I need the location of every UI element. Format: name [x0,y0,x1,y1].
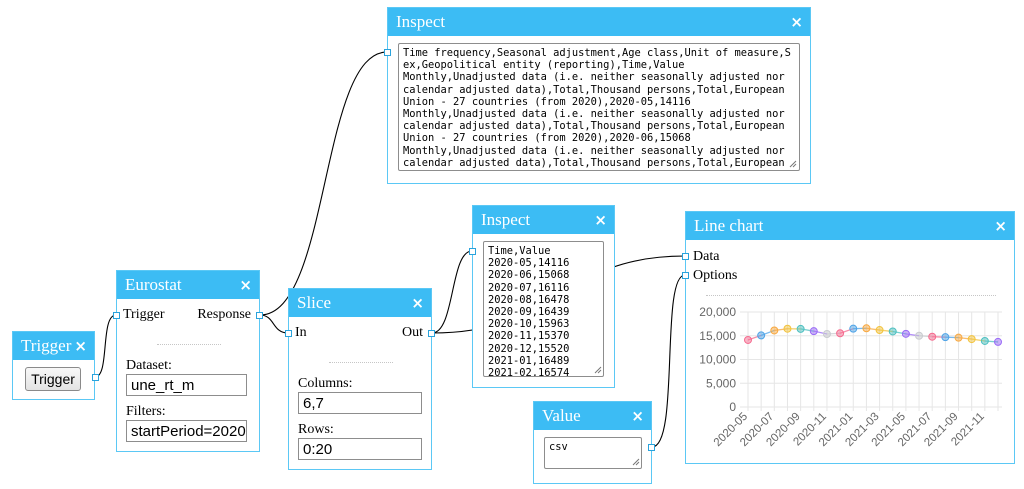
eurostat-trigger-input-port[interactable] [113,312,120,319]
value-node-header[interactable]: Value × [534,402,651,430]
trigger-button[interactable]: Trigger [25,367,81,391]
data-point [770,326,779,335]
filters-label: Filters: [126,404,166,419]
data-point [783,324,792,333]
slice-node-title: Slice [297,293,331,312]
trigger-node[interactable]: Trigger × Trigger [12,331,99,400]
rows-label: Rows: [298,422,334,437]
inspect-top-node[interactable]: Inspect × Time frequency,Seasonal adjust… [384,7,811,184]
y-tick-label: 5,000 [706,376,736,390]
data-point [849,324,858,333]
close-icon[interactable]: × [994,217,1007,235]
data-point [796,324,805,333]
inspect-mid-node-header[interactable]: Inspect × [473,206,614,234]
data-point [836,329,845,338]
data-point [915,331,924,340]
data-point [744,335,752,344]
inspect-top-output-textarea[interactable]: Time frequency,Seasonal adjustment,Age c… [398,43,800,171]
value-textarea[interactable]: csv [544,437,642,469]
value-node-title: Value [542,406,581,425]
eurostat-node[interactable]: Eurostat × Trigger Response Dataset: une… [113,270,263,452]
inspect-mid-node-title: Inspect [481,210,531,229]
data-point [967,335,976,344]
y-tick-label: 0 [729,400,736,414]
linechart-data-input-port[interactable] [682,253,689,260]
linechart-options-label: Options [693,268,738,283]
columns-input[interactable]: 6,7 [298,392,422,414]
close-icon[interactable]: × [594,211,607,229]
linechart-node-title: Line chart [694,216,764,235]
linechart-data-label: Data [693,249,720,264]
resize-grip-icon[interactable] [789,160,797,168]
wire-eurostat-inspect-top [259,51,388,316]
slice-divider [329,362,393,363]
eurostat-response-output-port[interactable] [256,312,263,319]
value-node[interactable]: Value × csv [533,401,655,484]
eurostat-divider [157,344,221,345]
trigger-node-title: Trigger [21,336,72,355]
eurostat-node-header[interactable]: Eurostat × [117,271,259,299]
inspect-mid-input-port[interactable] [469,248,476,255]
slice-output-port[interactable] [428,330,435,337]
y-tick-label: 15,000 [699,329,736,343]
close-icon[interactable]: × [790,13,803,31]
data-point [901,329,910,338]
inspect-top-node-header[interactable]: Inspect × [388,8,810,36]
data-point [757,331,766,340]
inspect-top-input-port[interactable] [384,49,391,56]
eurostat-node-title: Eurostat [125,275,182,294]
resize-grip-icon[interactable] [594,366,602,374]
resize-grip-icon[interactable] [632,458,640,466]
data-point [941,333,950,342]
eurostat-response-output-label: Response [197,307,251,322]
dataset-input[interactable]: une_rt_m [126,374,247,396]
slice-output-label: Out [402,325,423,340]
slice-input-port[interactable] [285,330,292,337]
y-tick-label: 10,000 [699,353,736,367]
close-icon[interactable]: × [631,407,644,425]
data-point [888,327,897,336]
inspect-top-node-title: Inspect [396,12,446,31]
inspect-mid-node[interactable]: Inspect × Time,Value 2020-05,14116 2020-… [469,205,615,388]
data-point [875,326,884,335]
wire-eurostat-slice [259,314,289,334]
close-icon[interactable]: × [411,294,424,312]
rows-input[interactable]: 0:20 [298,438,422,460]
wire-trigger-eurostat [94,314,117,378]
linechart-node-header[interactable]: Line chart × [686,212,1014,240]
linechart-divider [706,295,996,296]
trigger-node-header[interactable]: Trigger × [13,332,94,360]
inspect-mid-output-textarea[interactable]: Time,Value 2020-05,14116 2020-06,15068 2… [483,241,604,377]
wire-slice-inspect-mid [431,250,473,334]
slice-input-label: In [295,325,307,340]
y-tick-label: 20,000 [699,305,736,319]
close-icon[interactable]: × [74,337,87,355]
columns-label: Columns: [298,376,353,391]
close-icon[interactable]: × [239,276,252,294]
data-point [994,337,1002,346]
data-point [980,336,989,345]
dataset-label: Dataset: [126,358,172,373]
wire-value-linechart [651,274,686,448]
linechart-options-input-port[interactable] [682,272,689,279]
data-point [928,332,937,341]
slice-node-header[interactable]: Slice × [289,289,431,317]
data-point [862,324,871,333]
data-point [822,329,831,338]
data-point [809,327,818,336]
filters-input[interactable]: startPeriod=2020-0 [126,420,247,442]
line-chart: 05,00010,00015,00020,0002020-052020-0720… [699,305,1002,449]
slice-node[interactable]: Slice × In Out Columns: 6,7 Rows: 0:20 [285,288,435,470]
trigger-output-port[interactable] [92,374,99,381]
eurostat-trigger-input-label: Trigger [123,307,165,322]
value-output-port[interactable] [648,444,655,451]
data-point [954,333,963,342]
linechart-node[interactable]: Line chart × Data Options 0 5,000 10,000 15… [682,211,1015,464]
